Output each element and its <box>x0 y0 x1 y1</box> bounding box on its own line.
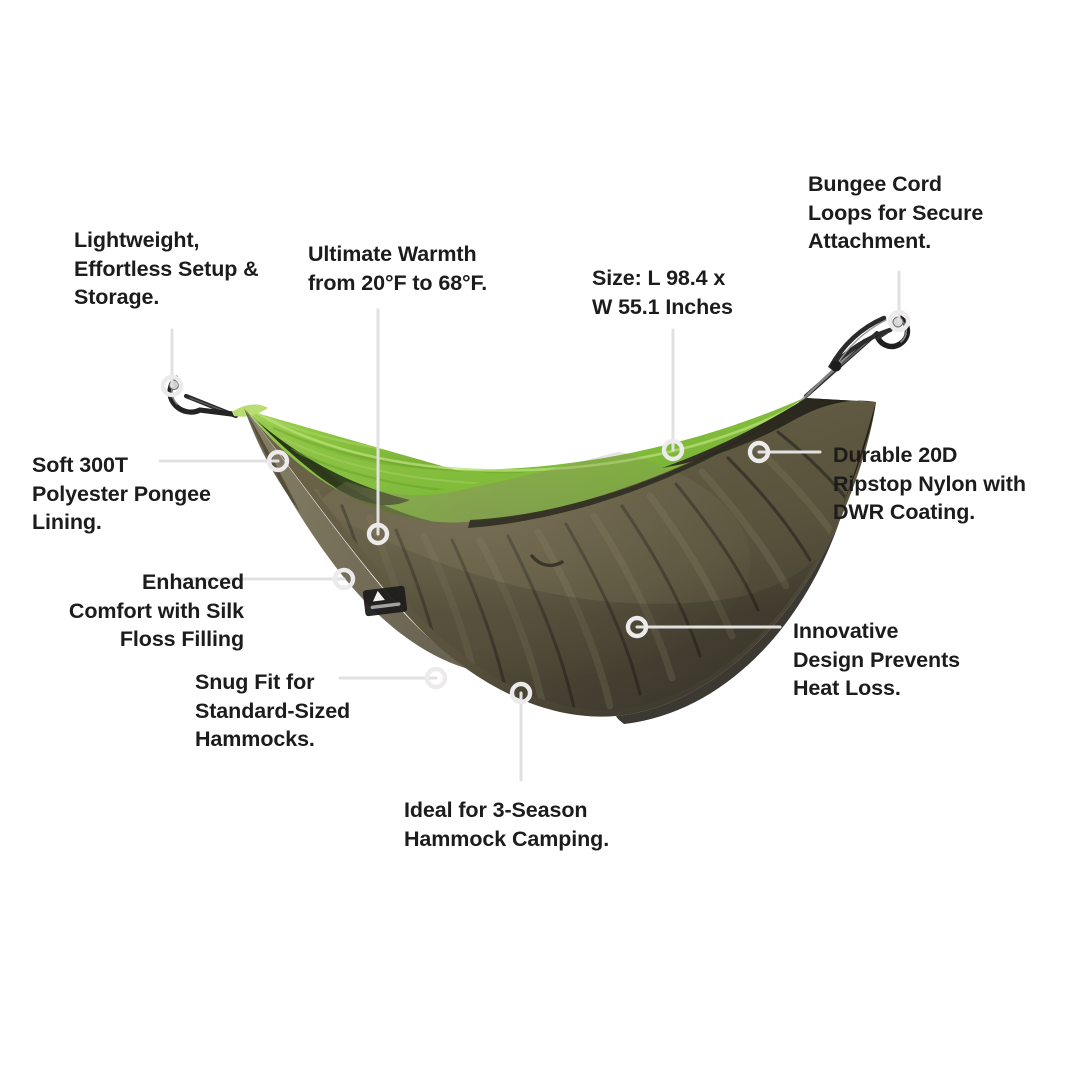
callout-ultimate-warmth: Ultimate Warmth from 20°F to 68°F. <box>308 242 488 295</box>
callout-durable-ripstop-nylon: Durable 20D Ripstop Nylon with DWR Coati… <box>833 443 1026 525</box>
callout-innovative-heat-loss: Innovative Design Prevents Heat Loss. <box>793 619 960 701</box>
callout-lightweight-setup-storage: Lightweight, Effortless Setup & Storage. <box>74 228 259 310</box>
callout-snug-fit-standard-hammocks: Snug Fit for Standard-Sized Hammocks. <box>195 670 351 752</box>
callout-bungee-cord-loops: Bungee Cord Loops for Secure Attachment. <box>808 172 984 254</box>
callout-soft-polyester-lining: Soft 300T Polyester Pongee Lining. <box>32 453 211 535</box>
suspension-cords <box>183 331 879 419</box>
callout-size-dimensions: Size: L 98.4 x W 55.1 Inches <box>592 266 733 319</box>
callout-three-season-camping: Ideal for 3-Season Hammock Camping. <box>404 798 610 851</box>
brand-patch <box>362 585 408 617</box>
callout-silk-floss-filling: Enhanced Comfort with Silk Floss Filling <box>68 570 244 652</box>
